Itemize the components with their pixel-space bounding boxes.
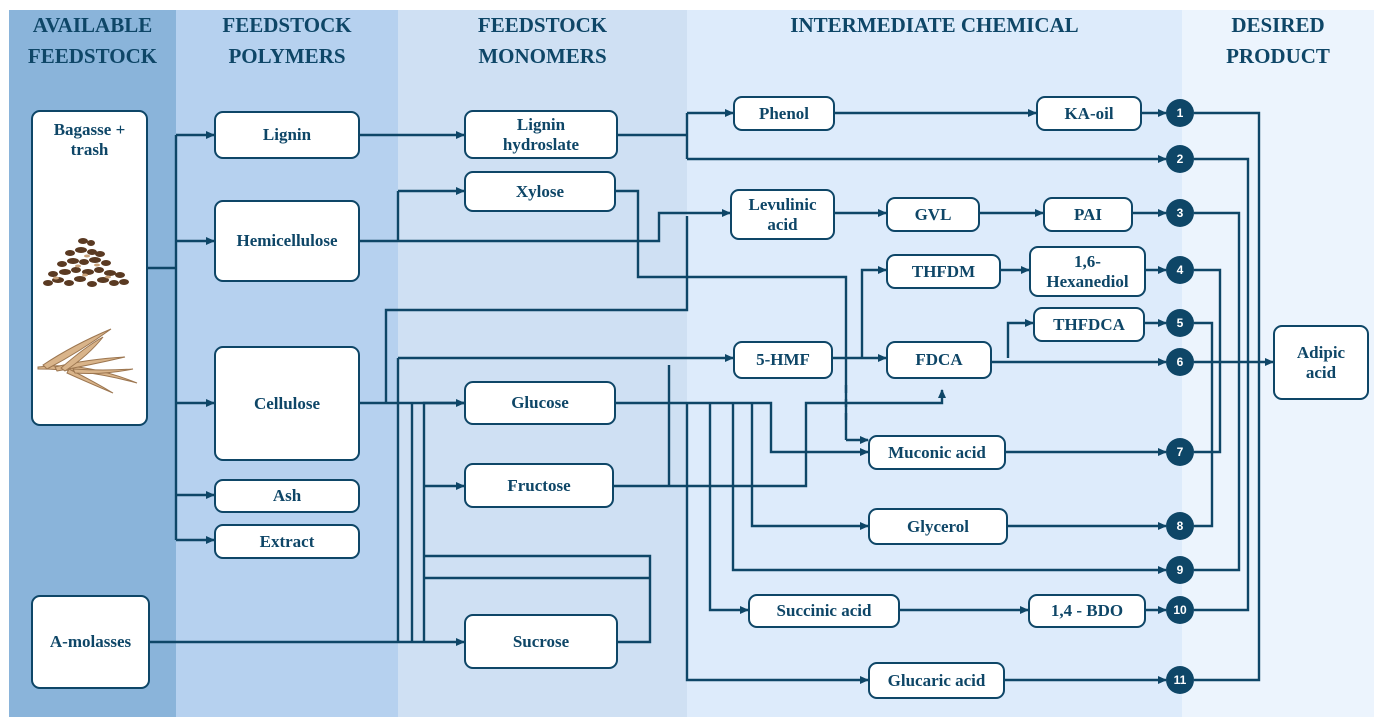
sugarcane-leaves-icon	[37, 328, 138, 394]
hemicellulose-node: Hemicellulose	[214, 200, 360, 282]
route-badge-6: 6	[1166, 348, 1194, 376]
fructose-node: Fructose	[464, 463, 614, 508]
route-badge-7: 7	[1166, 438, 1194, 466]
phenol-node: Phenol	[733, 96, 835, 131]
adipic-acid-node: Adipic acid	[1273, 325, 1369, 400]
route-badge-5: 5	[1166, 309, 1194, 337]
route-badge-11: 11	[1166, 666, 1194, 694]
5-hmf-node: 5-HMF	[733, 341, 833, 379]
cellulose-node: Cellulose	[214, 346, 360, 461]
hexanediol-node: 1,6- Hexanediol	[1029, 246, 1146, 297]
levulinic-acid-node: Levulinic acid	[730, 189, 835, 240]
thfdca-node: THFDCA	[1033, 307, 1145, 342]
route-badge-4: 4	[1166, 256, 1194, 284]
route-badge-3: 3	[1166, 199, 1194, 227]
header-feedstock-monomers: FEEDSTOCK MONOMERS	[477, 13, 608, 68]
muconic-acid-node: Muconic acid	[868, 435, 1006, 470]
gvl-node: GVL	[886, 197, 980, 232]
14-bdo-node: 1,4 - BDO	[1028, 594, 1146, 628]
ash-node: Ash	[214, 479, 360, 513]
xylose-node: Xylose	[464, 171, 616, 212]
sucrose-node: Sucrose	[464, 614, 618, 669]
a-molasses-node: A-molasses	[31, 595, 150, 689]
bagasse-trash-label: Bagasse + trash	[53, 120, 126, 159]
glucaric-acid-node: Glucaric acid	[868, 662, 1005, 699]
header-available-feedstock: AVAILABLE FEEDSTOCK	[27, 13, 158, 68]
header-desired-product: DESIRED PRODUCT	[1226, 13, 1330, 68]
pai-node: PAI	[1043, 197, 1133, 232]
route-badge-8: 8	[1166, 512, 1194, 540]
route-badge-1: 1	[1166, 99, 1194, 127]
ka-oil-node: KA-oil	[1036, 96, 1142, 131]
sugarcane-bagasse-pile-icon	[43, 238, 129, 287]
header-intermediate-chemical: INTERMEDIATE CHEMICAL	[790, 13, 1079, 37]
header-feedstock-polymers: FEEDSTOCK POLYMERS	[222, 13, 352, 68]
glycerol-node: Glycerol	[868, 508, 1008, 545]
thfdm-node: THFDM	[886, 254, 1001, 289]
lignin-hydrolysate-node: Lignin hydroslate	[464, 110, 618, 159]
route-badge-10: 10	[1166, 596, 1194, 624]
lignin-node: Lignin	[214, 111, 360, 159]
route-badge-9: 9	[1166, 556, 1194, 584]
succinic-acid-node: Succinic acid	[748, 594, 900, 628]
fdca-node: FDCA	[886, 341, 992, 379]
extract-node: Extract	[214, 524, 360, 559]
route-badge-2: 2	[1166, 145, 1194, 173]
glucose-node: Glucose	[464, 381, 616, 425]
